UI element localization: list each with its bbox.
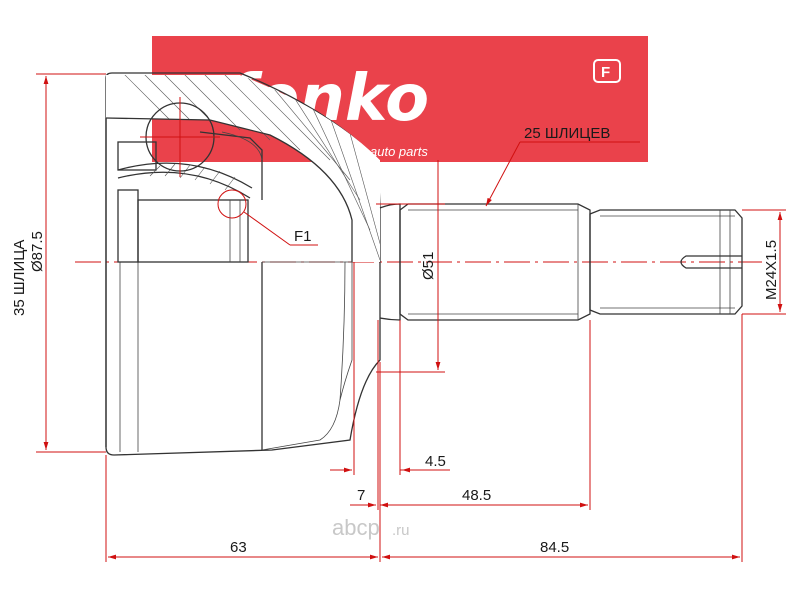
- label-shaft-diameter: Ø51: [420, 252, 437, 280]
- label-hub-diameter: Ø87.5: [29, 231, 46, 272]
- logo-tagline: auto parts: [370, 144, 428, 159]
- ball-bearing: [140, 97, 220, 177]
- label-dim-7: 7: [357, 487, 365, 504]
- cotter-slot: [680, 255, 742, 269]
- abcp-watermark: abcp .ru: [332, 515, 410, 540]
- label-dim-4-5: 4.5: [425, 453, 446, 470]
- label-splines-hub: 35 ШЛИЦА: [11, 240, 28, 316]
- threaded-stub: [589, 209, 743, 315]
- inner-race-section: [105, 118, 263, 263]
- logo-badge-box: [593, 59, 621, 83]
- watermark-text: abcp: [332, 515, 380, 540]
- detail-f1-marker: F1: [217, 189, 318, 246]
- label-dim-84-5: 84.5: [540, 539, 569, 556]
- dimension-lines: [43, 76, 783, 560]
- detail-f1-label: F1: [294, 228, 312, 245]
- label-splines-shaft: 25 ШЛИЦЕВ: [524, 125, 610, 142]
- logo-badge: F: [601, 64, 610, 81]
- outer-bell-housing: [105, 72, 381, 456]
- watermark-suffix: .ru: [392, 522, 410, 539]
- splined-shaft: [399, 203, 591, 321]
- label-dim-48-5: 48.5: [462, 487, 491, 504]
- label-thread: M24X1.5: [763, 240, 780, 300]
- label-dim-63: 63: [230, 539, 247, 556]
- extension-lines: [36, 73, 786, 562]
- dimension-labels: 25 ШЛИЦЕВ 35 ШЛИЦА Ø87.5 Ø51 M24X1.5 4.5…: [11, 125, 780, 556]
